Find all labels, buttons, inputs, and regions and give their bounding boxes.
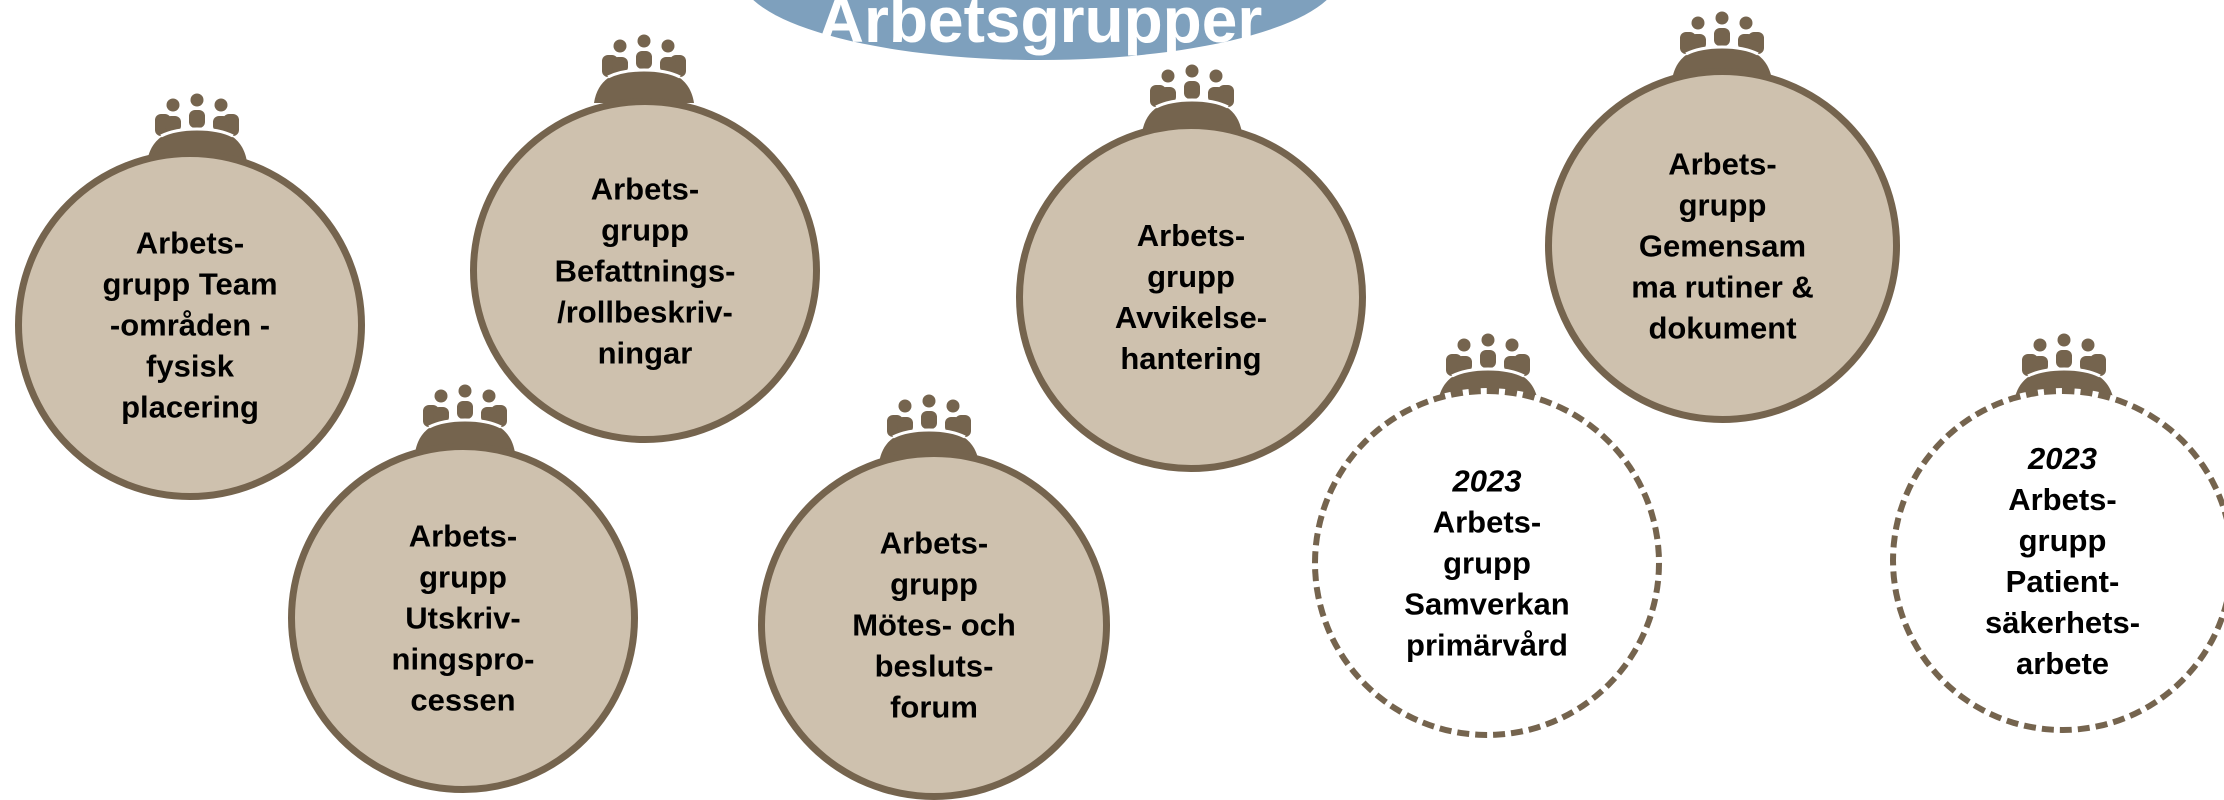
group-circle [1545,68,1900,423]
group-label-line: Arbets- [2008,481,2117,517]
group-circle [470,98,820,443]
group-label: 2023 Arbets- grupp Patient- säkerhets- a… [1890,438,2224,684]
group-label: 2023 Arbets- grupp Samverkan primärvård [1312,461,1662,666]
group-circle [758,450,1110,800]
group-label-line: dokument [1648,310,1797,345]
group-circle [15,150,365,500]
group-circle [1016,122,1366,472]
group-label-line: grupp [2018,522,2107,558]
group-label-line: ma rutiner & [1631,269,1814,304]
group-label-line: besluts- [874,648,994,684]
group-label-line: Arbets- [1136,218,1246,253]
group-label-line: Samverkan [1404,586,1570,622]
group-label-line: säkerhets- [1984,604,2141,640]
group-befattningsbeskrivningar[interactable]: Arbets- grupp Befattnings- /rollbeskriv-… [470,98,820,443]
header-label: Arbetsgrupper [817,0,1263,56]
group-label: Arbets- grupp Befattnings- /rollbeskriv-… [470,168,820,373]
group-label-line: ningspro- [391,641,535,677]
group-year: 2023 [1452,463,1522,499]
group-label-line: Arbets- [408,518,518,554]
group-label-line: Arbets- [135,225,245,261]
group-label-line: Mötes- och [852,607,1016,643]
people-group-icon [594,33,694,103]
group-circle-dashed [1890,388,2224,733]
group-label-line: Arbets- [1432,504,1542,540]
group-patientsakerhetsarbete[interactable]: 2023 Arbets- grupp Patient- säkerhets- a… [1890,388,2224,733]
group-label-line: Arbets- [879,525,989,561]
group-label-line: Arbets- [1668,146,1777,181]
group-label-line: grupp [890,566,978,602]
group-label-line: Arbets- [590,171,700,206]
group-gemensamma-rutiner[interactable]: Arbets- grupp Gemensam ma rutiner & doku… [1545,68,1900,423]
group-label-line: Patient- [2005,563,2120,599]
group-label-line: Utskriv- [405,600,521,636]
group-label-line: grupp [1443,545,1531,581]
group-label-line: primärvård [1406,627,1568,663]
group-circle-dashed [1312,388,1662,738]
group-label-line: cessen [410,682,516,718]
group-label-line: Gemensam [1638,228,1807,263]
group-label-line: Befattnings- [554,253,736,288]
group-circle [288,443,638,793]
group-label: Arbets- grupp Avvikelse- hantering [1016,215,1366,379]
group-label-line: Avvikelse- [1114,300,1268,335]
group-avvikelsehantering[interactable]: Arbets- grupp Avvikelse- hantering [1016,122,1366,472]
group-label: Arbets- grupp Gemensam ma rutiner & doku… [1545,143,1900,348]
group-label-line: grupp Team [102,266,278,302]
header-banner: Arbetsgrupper [740,0,1340,60]
group-label-line: grupp [419,559,507,595]
group-label: Arbets- grupp Utskriv- ningspro- cessen [288,516,638,721]
group-year: 2023 [2028,440,2097,476]
group-label-line: grupp [1147,259,1235,294]
group-motes-och-beslutsforum[interactable]: Arbets- grupp Mötes- och besluts- forum [758,450,1110,800]
group-label-line: grupp [601,212,689,247]
group-label-line: fysisk [146,348,234,384]
group-label-line: grupp [1678,187,1767,222]
group-team-omraden[interactable]: Arbets- grupp Team -områden - fysisk pla… [15,150,365,500]
group-label-line: placering [121,389,259,425]
group-label: Arbets- grupp Team -områden - fysisk pla… [15,223,365,428]
group-label-line: -områden - [109,307,271,343]
group-label-line: forum [890,689,978,725]
group-label: Arbets- grupp Mötes- och besluts- forum [758,523,1110,728]
group-samverkan-primarvard[interactable]: 2023 Arbets- grupp Samverkan primärvård [1312,388,1662,738]
group-label-line: /rollbeskriv- [557,294,733,329]
group-label-line: arbete [2015,645,2110,681]
group-utskrivningsprocessen[interactable]: Arbets- grupp Utskriv- ningspro- cessen [288,443,638,793]
group-label-line: hantering [1120,341,1262,376]
group-label-line: ningar [597,335,693,370]
